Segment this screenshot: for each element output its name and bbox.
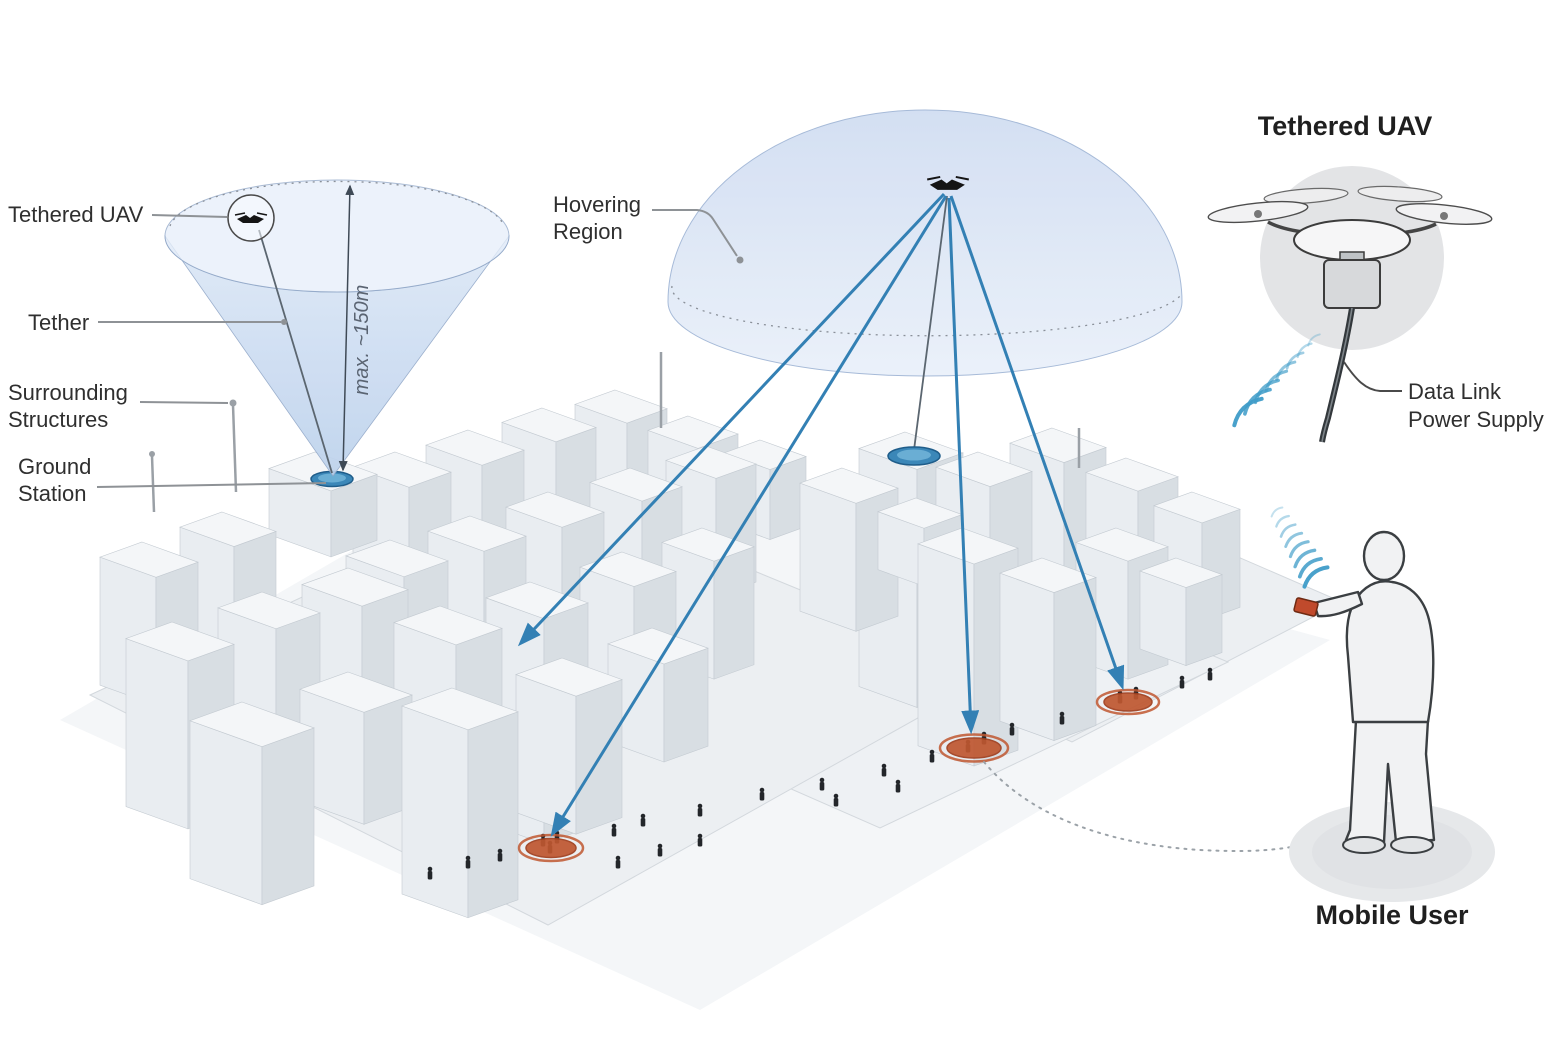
signal-beam [947,197,980,735]
coverage-spot [525,837,577,859]
max-altitude-label: max. ~150m [351,285,373,396]
coverage-spot [946,737,1002,759]
signal-beam [550,195,948,837]
leader-line [151,214,228,218]
tethered-uav-illustration [1207,185,1493,443]
leader-line [96,482,327,488]
label-mobile-user: Mobile User [1315,900,1469,930]
antenna-masts [149,352,1081,513]
smartphone-icon [1293,597,1319,617]
label-hovering-region: Hovering Region [553,192,647,244]
mobile-user-group: Mobile User [1270,506,1495,930]
callout-hovering-region: Hovering Region [553,192,744,264]
callout-labels-left: Tethered UAV Tether Surrounding Structur… [8,202,327,506]
user-head [1362,530,1406,582]
city-model [60,352,1344,1010]
mobile-user-figure [1293,530,1436,854]
label-surrounding-structures: Surrounding Structures [8,380,134,432]
flight-cone-group: max. ~150m [164,179,510,488]
hovering-region-group [517,109,1183,837]
label-ground-station: Ground Station [18,454,98,506]
signal-beam [517,192,946,647]
label-tethered-uav: Tethered UAV [8,202,144,227]
label-tether: Tether [28,310,89,335]
city-buildings [99,389,1241,919]
leader-line [652,209,738,257]
drone-icon [234,212,268,223]
coverage-spot [1095,688,1161,716]
coverage-spot [1103,692,1153,712]
tether-line [913,195,948,451]
leader-line [1343,361,1402,392]
signal-beam [949,195,1125,691]
wifi-signal-icon [1270,506,1330,589]
leader-line [139,401,229,404]
coverage-spot [938,733,1010,763]
hovering-dome [667,109,1183,377]
panel-title: Tethered UAV [1258,111,1433,141]
drone-icon [927,175,969,190]
wifi-signal-icon [1232,333,1321,428]
user-link-dotted-path [983,761,1292,852]
label-data-link-power-supply: Data Link Power Supply [1408,379,1544,432]
payload-box [1323,259,1381,309]
tethered-uav-detail-panel: Tethered UAV Data Link Power Supply [1207,111,1544,443]
tether-line [258,229,333,474]
coverage-spots [517,688,1161,863]
altitude-measure-line [338,184,355,472]
